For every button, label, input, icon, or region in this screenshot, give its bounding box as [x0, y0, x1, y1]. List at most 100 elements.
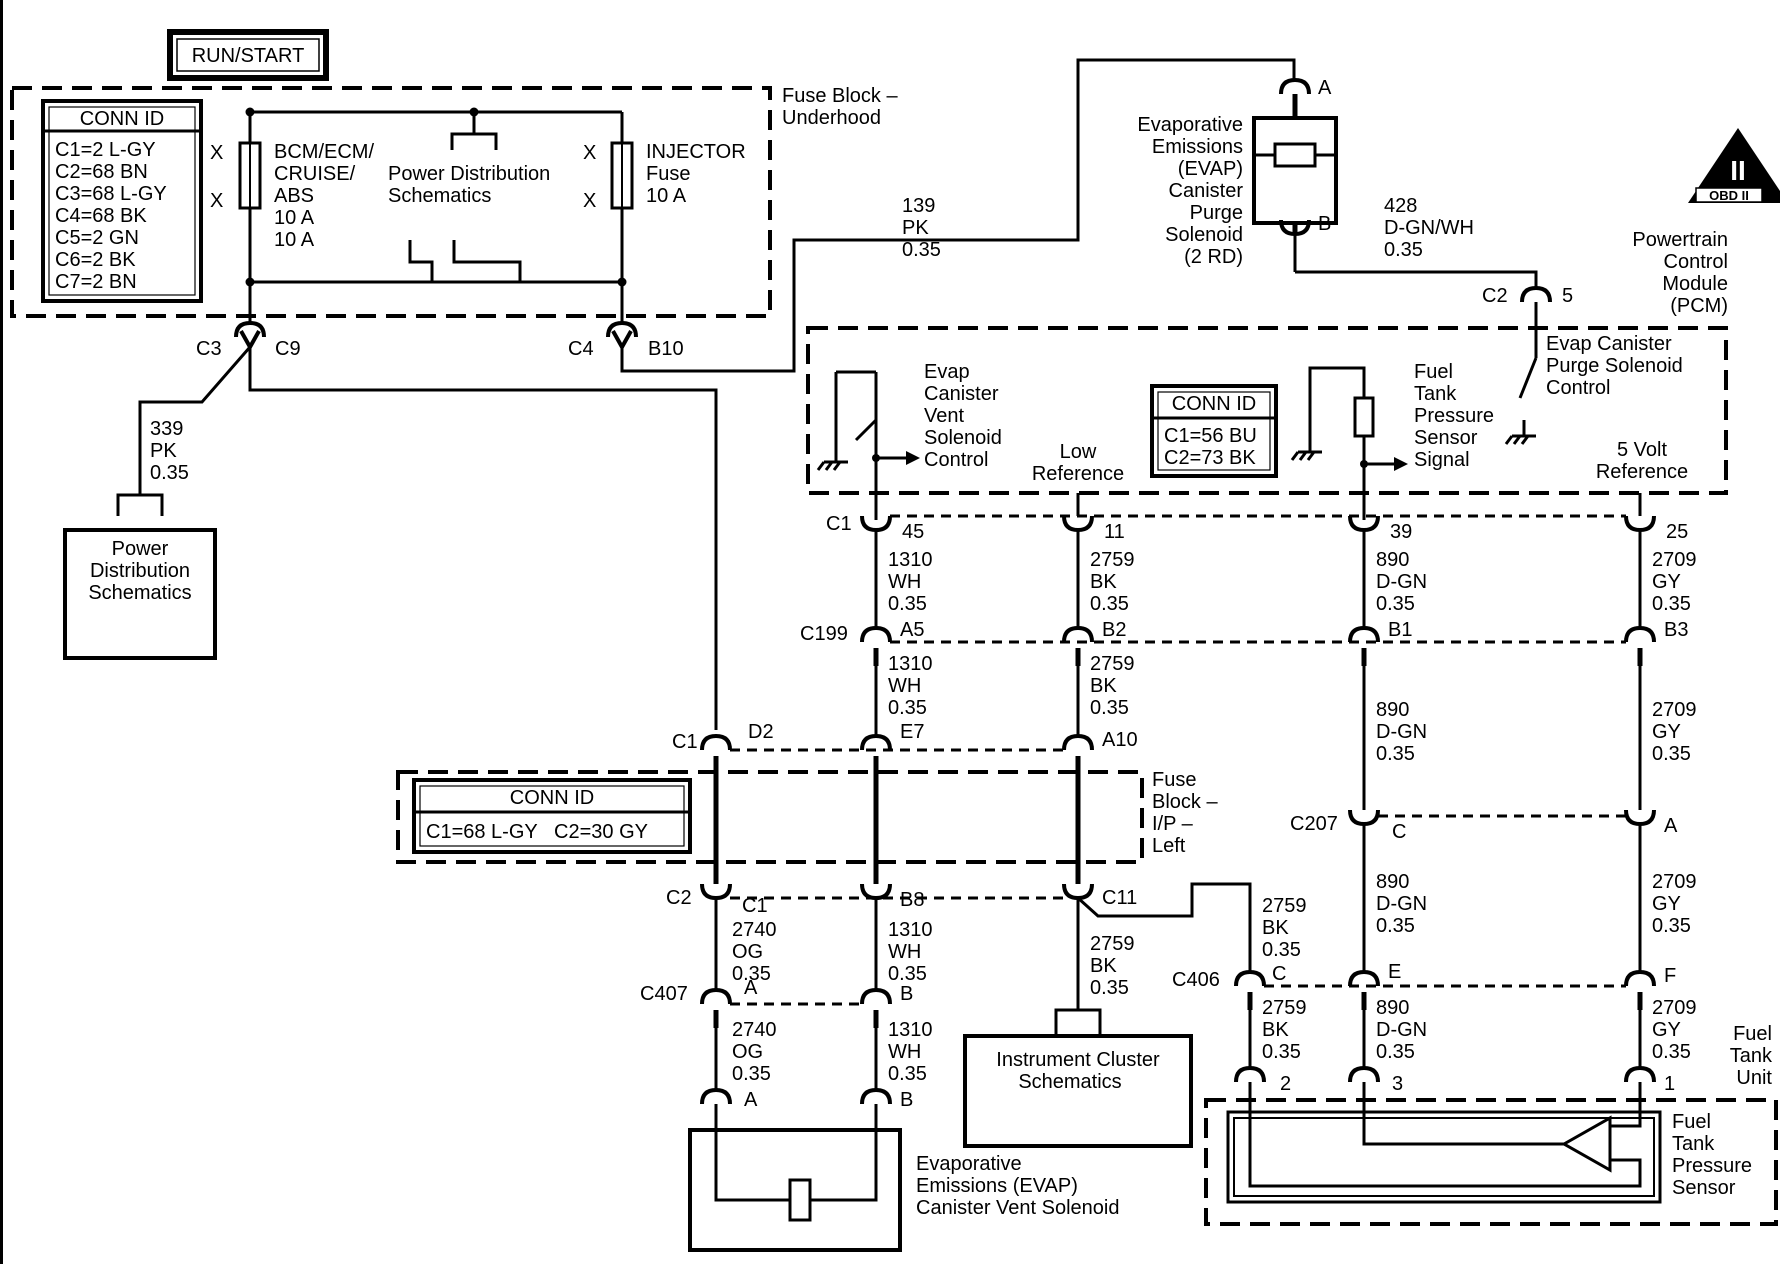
svg-text:X: X: [210, 190, 223, 212]
svg-text:C407: C407: [640, 983, 688, 1005]
wire-139-pk: [620, 58, 1296, 373]
svg-text:Low: Low: [1060, 441, 1097, 463]
svg-text:2740: 2740: [732, 919, 777, 941]
svg-text:0.35: 0.35: [1090, 697, 1129, 719]
fuel-tank-connector-3: 3: [1348, 1065, 1403, 1095]
wire-1310-c-label: 1310 WH 0.35: [888, 919, 933, 985]
pds-box: Power Distribution Schematics: [63, 493, 217, 660]
svg-text:0.35: 0.35: [1376, 915, 1415, 937]
svg-text:A10: A10: [1102, 729, 1138, 751]
svg-text:D-GN: D-GN: [1376, 721, 1427, 743]
pcm-ftp-signal-label: Fuel Tank Pressure Sensor Signal: [1414, 361, 1494, 471]
wire-2709-c-label: 2709 GY 0.35: [1652, 871, 1697, 937]
svg-text:WH: WH: [888, 1041, 921, 1063]
svg-text:2759: 2759: [1090, 653, 1135, 675]
svg-text:139: 139: [902, 195, 935, 217]
svg-text:0.35: 0.35: [1652, 915, 1691, 937]
connector-ip-c2-c1: C1: [700, 883, 768, 917]
svg-text:0.35: 0.35: [1376, 1041, 1415, 1063]
connector-c406-c: C: [1234, 963, 1286, 1010]
svg-text:0.35: 0.35: [902, 239, 941, 261]
bcm-ecm-cruise-abs-fuse: X X BCM/ECM/ CRUISE/ ABS 10 A 10 A: [210, 141, 374, 251]
svg-text:1310: 1310: [888, 919, 933, 941]
svg-text:C5=2 GN: C5=2 GN: [55, 227, 139, 249]
svg-text:B: B: [1318, 213, 1331, 235]
fuse-block-ip-outline: [396, 770, 1144, 864]
svg-text:BCM/ECM/: BCM/ECM/: [274, 141, 374, 163]
svg-text:Schematics: Schematics: [88, 582, 191, 604]
fuse-block-underhood-title: Fuse Block – Underhood: [782, 85, 898, 129]
pcm-5v-reference-label: 5 Volt Reference: [1596, 439, 1688, 483]
pcm-vent-control-driver: [816, 370, 920, 520]
svg-text:C: C: [1392, 821, 1406, 843]
svg-text:D-GN: D-GN: [1376, 893, 1427, 915]
svg-text:GY: GY: [1652, 721, 1681, 743]
svg-text:BK: BK: [1090, 571, 1117, 593]
svg-text:ABS: ABS: [274, 185, 314, 207]
svg-text:INJECTOR: INJECTOR: [646, 141, 746, 163]
svg-text:0.35: 0.35: [1652, 1041, 1691, 1063]
svg-text:Evap Canister: Evap Canister: [1546, 333, 1672, 355]
svg-text:OG: OG: [732, 1041, 763, 1063]
svg-text:Fuel: Fuel: [1672, 1111, 1711, 1133]
connector-c407-a: A: [700, 977, 758, 1028]
svg-text:2: 2: [1280, 1073, 1291, 1095]
svg-text:11: 11: [1104, 521, 1125, 543]
svg-text:0.35: 0.35: [1262, 1041, 1301, 1063]
svg-text:II: II: [1730, 155, 1746, 186]
svg-text:Distribution: Distribution: [90, 560, 190, 582]
svg-text:0.35: 0.35: [150, 462, 189, 484]
connector-ip-c1-a10: A10: [1062, 729, 1138, 751]
wire-139-label: 139 PK 0.35: [902, 195, 941, 261]
svg-text:B3: B3: [1664, 619, 1688, 641]
wire-2759-e-label: 2759 BK 0.35: [1262, 997, 1307, 1063]
svg-text:0.35: 0.35: [732, 1063, 771, 1085]
obd-ii-emblem: OBD II II: [1688, 128, 1780, 203]
fuel-tank-unit-title: Fuel Tank Unit: [1730, 1023, 1773, 1089]
injector-fuse: X X INJECTOR Fuse 10 A: [583, 141, 746, 212]
svg-text:C207: C207: [1290, 813, 1338, 835]
svg-text:C1=68 L-GY C2=30 GY: C1=68 L-GY C2=30 GY: [426, 821, 648, 843]
svg-text:Emissions: Emissions: [1152, 136, 1243, 158]
svg-text:C6=2 BK: C6=2 BK: [55, 249, 136, 271]
svg-text:2759: 2759: [1090, 933, 1135, 955]
svg-text:Canister: Canister: [924, 383, 999, 405]
svg-text:Solenoid: Solenoid: [924, 427, 1002, 449]
svg-text:1310: 1310: [888, 653, 933, 675]
wire-2740-a-label: 2740 OG 0.35: [732, 919, 777, 985]
wire-2709-a-label: 2709 GY 0.35: [1652, 549, 1697, 615]
svg-text:1310: 1310: [888, 549, 933, 571]
svg-text:10 A: 10 A: [274, 207, 315, 229]
svg-text:Evaporative: Evaporative: [1137, 114, 1243, 136]
svg-text:B8: B8: [900, 889, 924, 911]
svg-text:2759: 2759: [1090, 549, 1135, 571]
svg-text:GY: GY: [1652, 893, 1681, 915]
svg-text:C1: C1: [742, 895, 768, 917]
evap-purge-solenoid: A B: [1252, 77, 1338, 272]
svg-text:0.35: 0.35: [1090, 977, 1129, 999]
svg-text:890: 890: [1376, 997, 1409, 1019]
fuel-tank-connector-1: 1: [1624, 1065, 1675, 1095]
svg-text:BK: BK: [1090, 955, 1117, 977]
svg-text:5: 5: [1562, 285, 1573, 307]
evap-purge-solenoid-label: Evaporative Emissions (EVAP) Canister Pu…: [1137, 114, 1243, 268]
svg-text:Sensor: Sensor: [1672, 1177, 1736, 1199]
svg-text:F: F: [1664, 965, 1676, 987]
svg-text:0.35: 0.35: [888, 1063, 927, 1085]
power-distribution-reference: Power Distribution Schematics: [388, 163, 550, 207]
svg-text:10 A: 10 A: [274, 229, 315, 251]
wire-2740-b-label: 2740 OG 0.35: [732, 1019, 777, 1085]
conn-id-pcm: CONN ID C1=56 BU C2=73 BK: [1150, 384, 1278, 478]
svg-text:(PCM): (PCM): [1670, 295, 1728, 317]
svg-text:C9: C9: [275, 338, 301, 360]
svg-text:0.35: 0.35: [1384, 239, 1423, 261]
wire-890-c-label: 890 D-GN 0.35: [1376, 871, 1427, 937]
wire-1310-b-label: 1310 WH 0.35: [888, 653, 933, 719]
connector-c199-b3: B3: [1624, 619, 1688, 666]
svg-text:B1: B1: [1388, 619, 1412, 641]
svg-text:PK: PK: [902, 217, 929, 239]
svg-text:OG: OG: [732, 941, 763, 963]
svg-text:Tank: Tank: [1730, 1045, 1773, 1067]
wire-1310-d-label: 1310 WH 0.35: [888, 1019, 933, 1085]
